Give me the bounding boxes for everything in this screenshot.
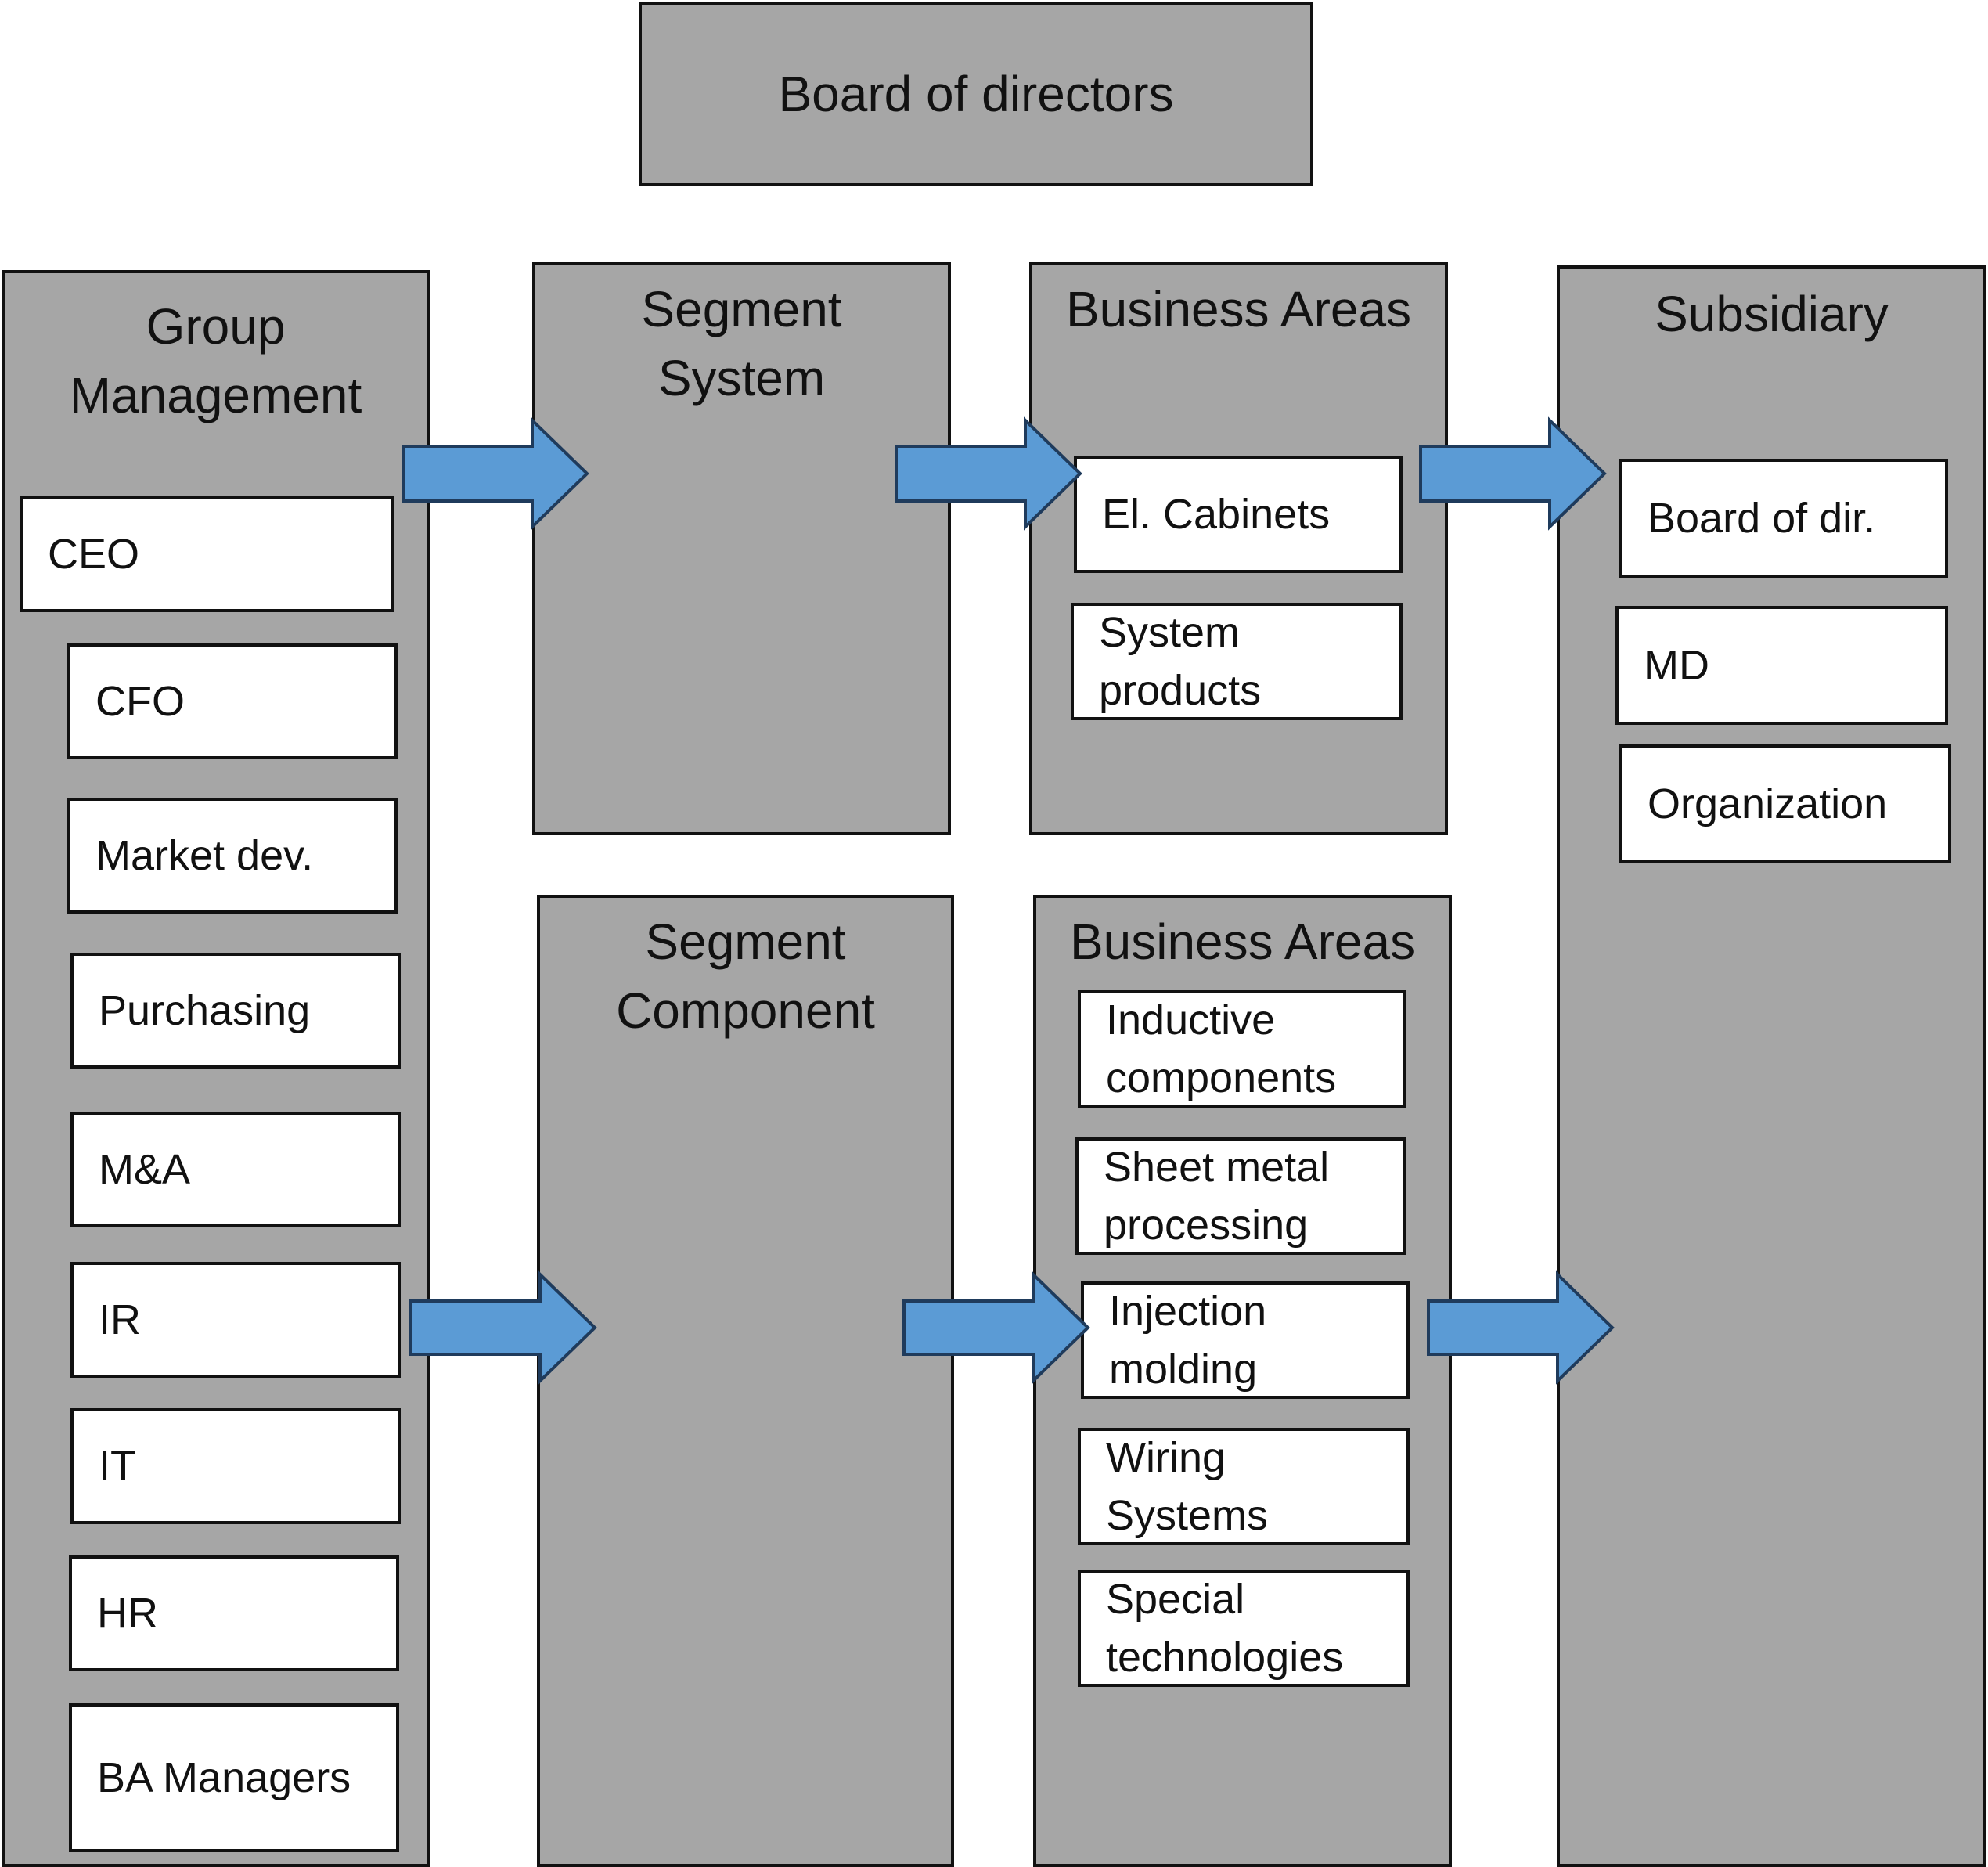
gm-item-ba-managers: BA Managers	[69, 1703, 399, 1852]
ba-component-item-inductive: Inductive components	[1078, 990, 1406, 1108]
ba-component-item-injection-molding: Injection molding	[1081, 1281, 1410, 1399]
board-of-directors-label: Board of directors	[778, 66, 1174, 122]
gm-item-purchasing: Purchasing	[70, 953, 401, 1069]
ba-component-item-special-technologies: Special technologies	[1078, 1570, 1410, 1687]
segment-component-title: Segment Component	[616, 914, 875, 1039]
gm-item-hr: HR	[69, 1555, 399, 1671]
subsidiary-title: Subsidiary	[1655, 286, 1889, 342]
business-areas-component-title: Business Areas	[1069, 914, 1416, 970]
group-management-title: Group Management	[69, 298, 362, 423]
gm-item-it: IT	[70, 1408, 401, 1524]
ba-component-item-wiring-systems: Wiring Systems	[1078, 1428, 1410, 1545]
board-of-directors-box: Board of directors	[639, 2, 1313, 186]
ba-component-item-sheet-metal: Sheet metal processing	[1075, 1137, 1406, 1255]
subsidiary-item-organization: Organization	[1619, 744, 1951, 863]
ba-system-item-el-cabinets: El. Cabinets	[1074, 456, 1403, 573]
business-areas-system-title: Business Areas	[1065, 281, 1412, 337]
gm-item-cfo: CFO	[67, 643, 398, 759]
segment-component-panel: Segment Component	[537, 895, 954, 1867]
gm-item-market-dev: Market dev.	[67, 798, 398, 914]
subsidiary-item-board-of-dir: Board of dir.	[1619, 459, 1948, 578]
gm-item-ceo: CEO	[20, 496, 394, 612]
subsidiary-item-md: MD	[1615, 606, 1948, 725]
ba-system-item-system-products: System products	[1071, 603, 1403, 720]
gm-item-ma: M&A	[70, 1112, 401, 1227]
segment-system-title: Segment System	[641, 281, 842, 406]
gm-item-ir: IR	[70, 1262, 401, 1378]
segment-system-panel: Segment System	[532, 262, 951, 835]
